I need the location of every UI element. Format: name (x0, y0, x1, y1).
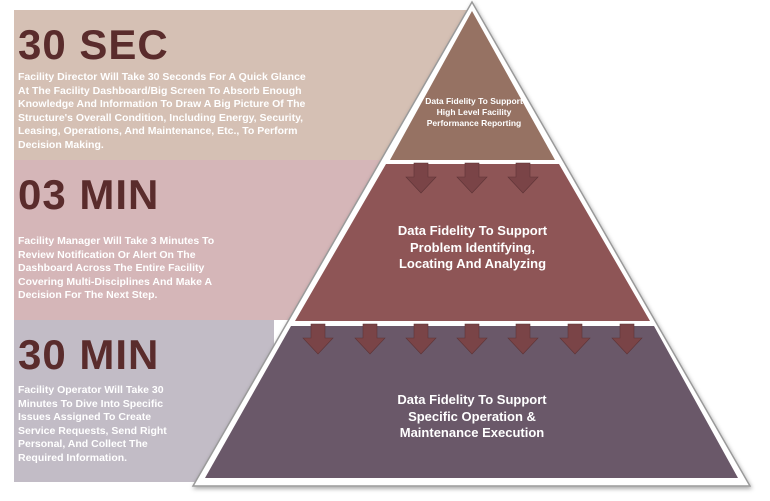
pyramid-label-middle: Data Fidelity To Support Problem Identif… (397, 223, 548, 271)
down-arrow-icon-middle-4 (456, 323, 488, 355)
down-arrow-icon-top-3 (507, 162, 539, 194)
pyramid-label-bottom: Data Fidelity To Support Specific Operat… (397, 392, 547, 440)
pyramid-label-top: Data Fidelity To Support High Level Faci… (425, 96, 523, 128)
down-arrow-icon-top-1 (405, 162, 437, 194)
heading-30-sec: 30 SEC (18, 21, 169, 68)
down-arrow-icon-middle-2 (354, 323, 386, 355)
heading-03-min: 03 MIN (18, 171, 160, 218)
down-arrow-icon-top-2 (456, 162, 488, 194)
pyramid-tier-middle (295, 164, 650, 321)
down-arrow-icon-middle-7 (611, 323, 643, 355)
down-arrow-icon-middle-3 (405, 323, 437, 355)
down-arrow-icon-middle-6 (559, 323, 591, 355)
arrow-row-middle (302, 323, 643, 355)
down-arrow-icon-middle-1 (302, 323, 334, 355)
description-03-min: Facility Manager Will Take 3 Minutes To … (18, 235, 215, 301)
description-30-min: Facility Operator Will Take 30 Minutes T… (18, 384, 167, 464)
pyramid-tier-top (390, 11, 555, 160)
heading-30-min: 30 MIN (18, 331, 160, 378)
arrow-row-top (405, 162, 539, 194)
description-30-sec: Facility Director Will Take 30 Seconds F… (18, 71, 306, 151)
pyramid-tier-bottom (205, 326, 738, 478)
down-arrow-icon-middle-5 (507, 323, 539, 355)
